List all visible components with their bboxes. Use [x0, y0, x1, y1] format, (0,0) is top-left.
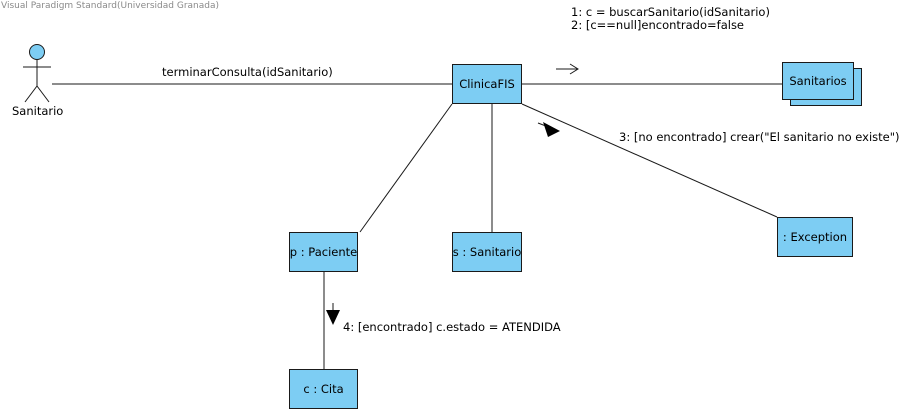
- arrow-filled-down-icon: [326, 303, 340, 325]
- object-sanitario[interactable]: s : Sanitario: [452, 232, 522, 272]
- stick-figure-actor-icon[interactable]: [23, 44, 51, 103]
- actor-name: Sanitario: [12, 104, 64, 118]
- actor-right-leg: [36, 85, 50, 103]
- watermark: Visual Paradigm Standard(Universidad Gra…: [1, 1, 219, 11]
- object-exception[interactable]: : Exception: [777, 217, 853, 257]
- message-3: 3: [no encontrado] crear("El sanitario n…: [619, 130, 900, 144]
- message-1: 1: c = buscarSanitario(idSanitario): [571, 5, 770, 19]
- message-4: 4: [encontrado] c.estado = ATENDIDA: [343, 320, 561, 334]
- link-clinica-paciente: [359, 103, 453, 233]
- object-sanitarios[interactable]: Sanitarios: [782, 62, 854, 100]
- link-clinica-exception: [521, 103, 778, 218]
- object-cita[interactable]: c : Cita: [289, 369, 358, 409]
- object-paciente[interactable]: p : Paciente: [289, 232, 358, 272]
- actor-left-leg: [24, 85, 38, 103]
- message-terminar-consulta: terminarConsulta(idSanitario): [162, 65, 333, 79]
- message-2: 2: [c==null]encontrado=false: [571, 18, 745, 32]
- arrow-open-right-icon: [556, 63, 579, 75]
- actor-head: [29, 44, 45, 60]
- object-clinica-fis[interactable]: ClinicaFIS: [452, 64, 522, 104]
- arrow-filled-diagonal-icon: [537, 122, 560, 137]
